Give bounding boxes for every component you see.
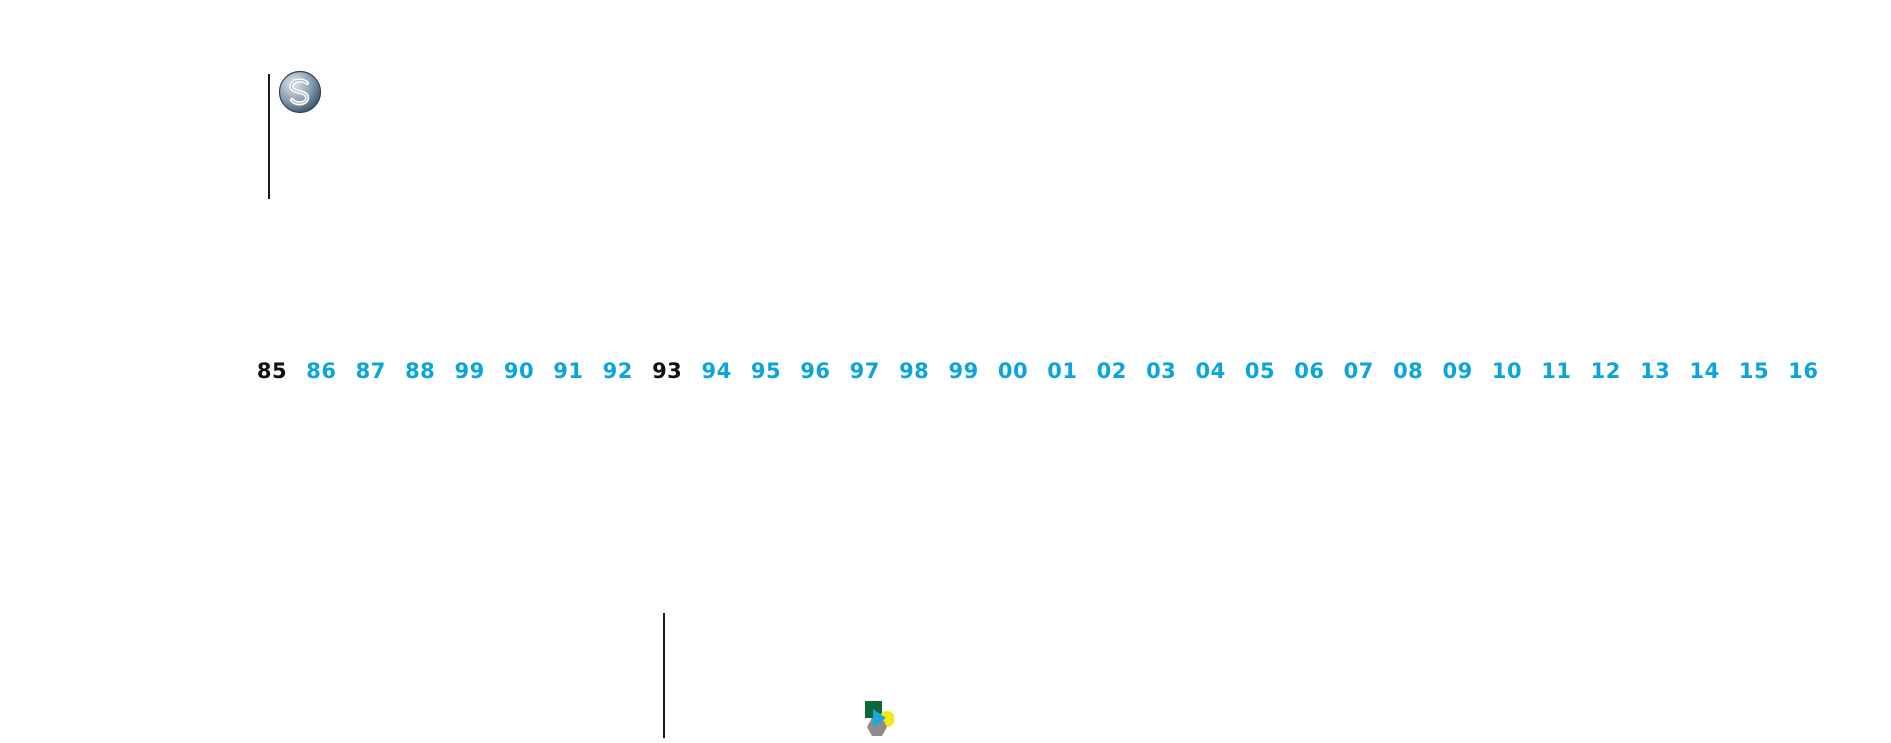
year-link-3[interactable]: 88 (405, 359, 436, 383)
year-link-12[interactable]: 97 (849, 359, 880, 383)
year-link-0[interactable]: 85 (256, 359, 288, 383)
timeline-marker-top (268, 74, 270, 199)
shapes-icon (848, 700, 895, 743)
swirl-logo-icon (278, 70, 322, 114)
year-link-23[interactable]: 08 (1393, 359, 1424, 383)
year-link-4[interactable]: 99 (454, 359, 485, 383)
year-link-21[interactable]: 06 (1294, 359, 1325, 383)
year-link-20[interactable]: 05 (1244, 359, 1276, 383)
year-link-24[interactable]: 09 (1442, 359, 1473, 383)
year-link-31[interactable]: 16 (1788, 359, 1819, 383)
year-link-9[interactable]: 94 (701, 359, 732, 383)
year-link-6[interactable]: 91 (553, 359, 584, 383)
year-link-19[interactable]: 04 (1195, 359, 1226, 383)
year-link-28[interactable]: 13 (1640, 359, 1671, 383)
year-link-7[interactable]: 92 (602, 359, 633, 383)
year-link-10[interactable]: 95 (750, 359, 782, 383)
year-link-27[interactable]: 12 (1590, 359, 1621, 383)
year-link-30[interactable]: 15 (1738, 359, 1770, 383)
year-link-15[interactable]: 00 (997, 359, 1029, 383)
year-link-14[interactable]: 99 (948, 359, 979, 383)
year-link-13[interactable]: 98 (899, 359, 930, 383)
year-link-17[interactable]: 02 (1096, 359, 1127, 383)
year-link-26[interactable]: 11 (1541, 359, 1572, 383)
year-link-8[interactable]: 93 (652, 359, 683, 383)
year-link-2[interactable]: 87 (355, 359, 386, 383)
year-link-22[interactable]: 07 (1343, 359, 1374, 383)
timeline-marker-bottom (663, 613, 665, 738)
year-link-16[interactable]: 01 (1047, 359, 1078, 383)
year-link-5[interactable]: 90 (503, 359, 535, 383)
year-timeline: 85 86 87 88 99 90 91 92 93 94 95 96 97 98 99 00 01 02 03 04… (252, 356, 1832, 386)
year-link-18[interactable]: 03 (1146, 359, 1177, 383)
year-link-1[interactable]: 86 (306, 359, 337, 383)
year-link-29[interactable]: 14 (1689, 359, 1720, 383)
year-link-25[interactable]: 10 (1491, 359, 1523, 383)
year-link-11[interactable]: 96 (800, 359, 831, 383)
